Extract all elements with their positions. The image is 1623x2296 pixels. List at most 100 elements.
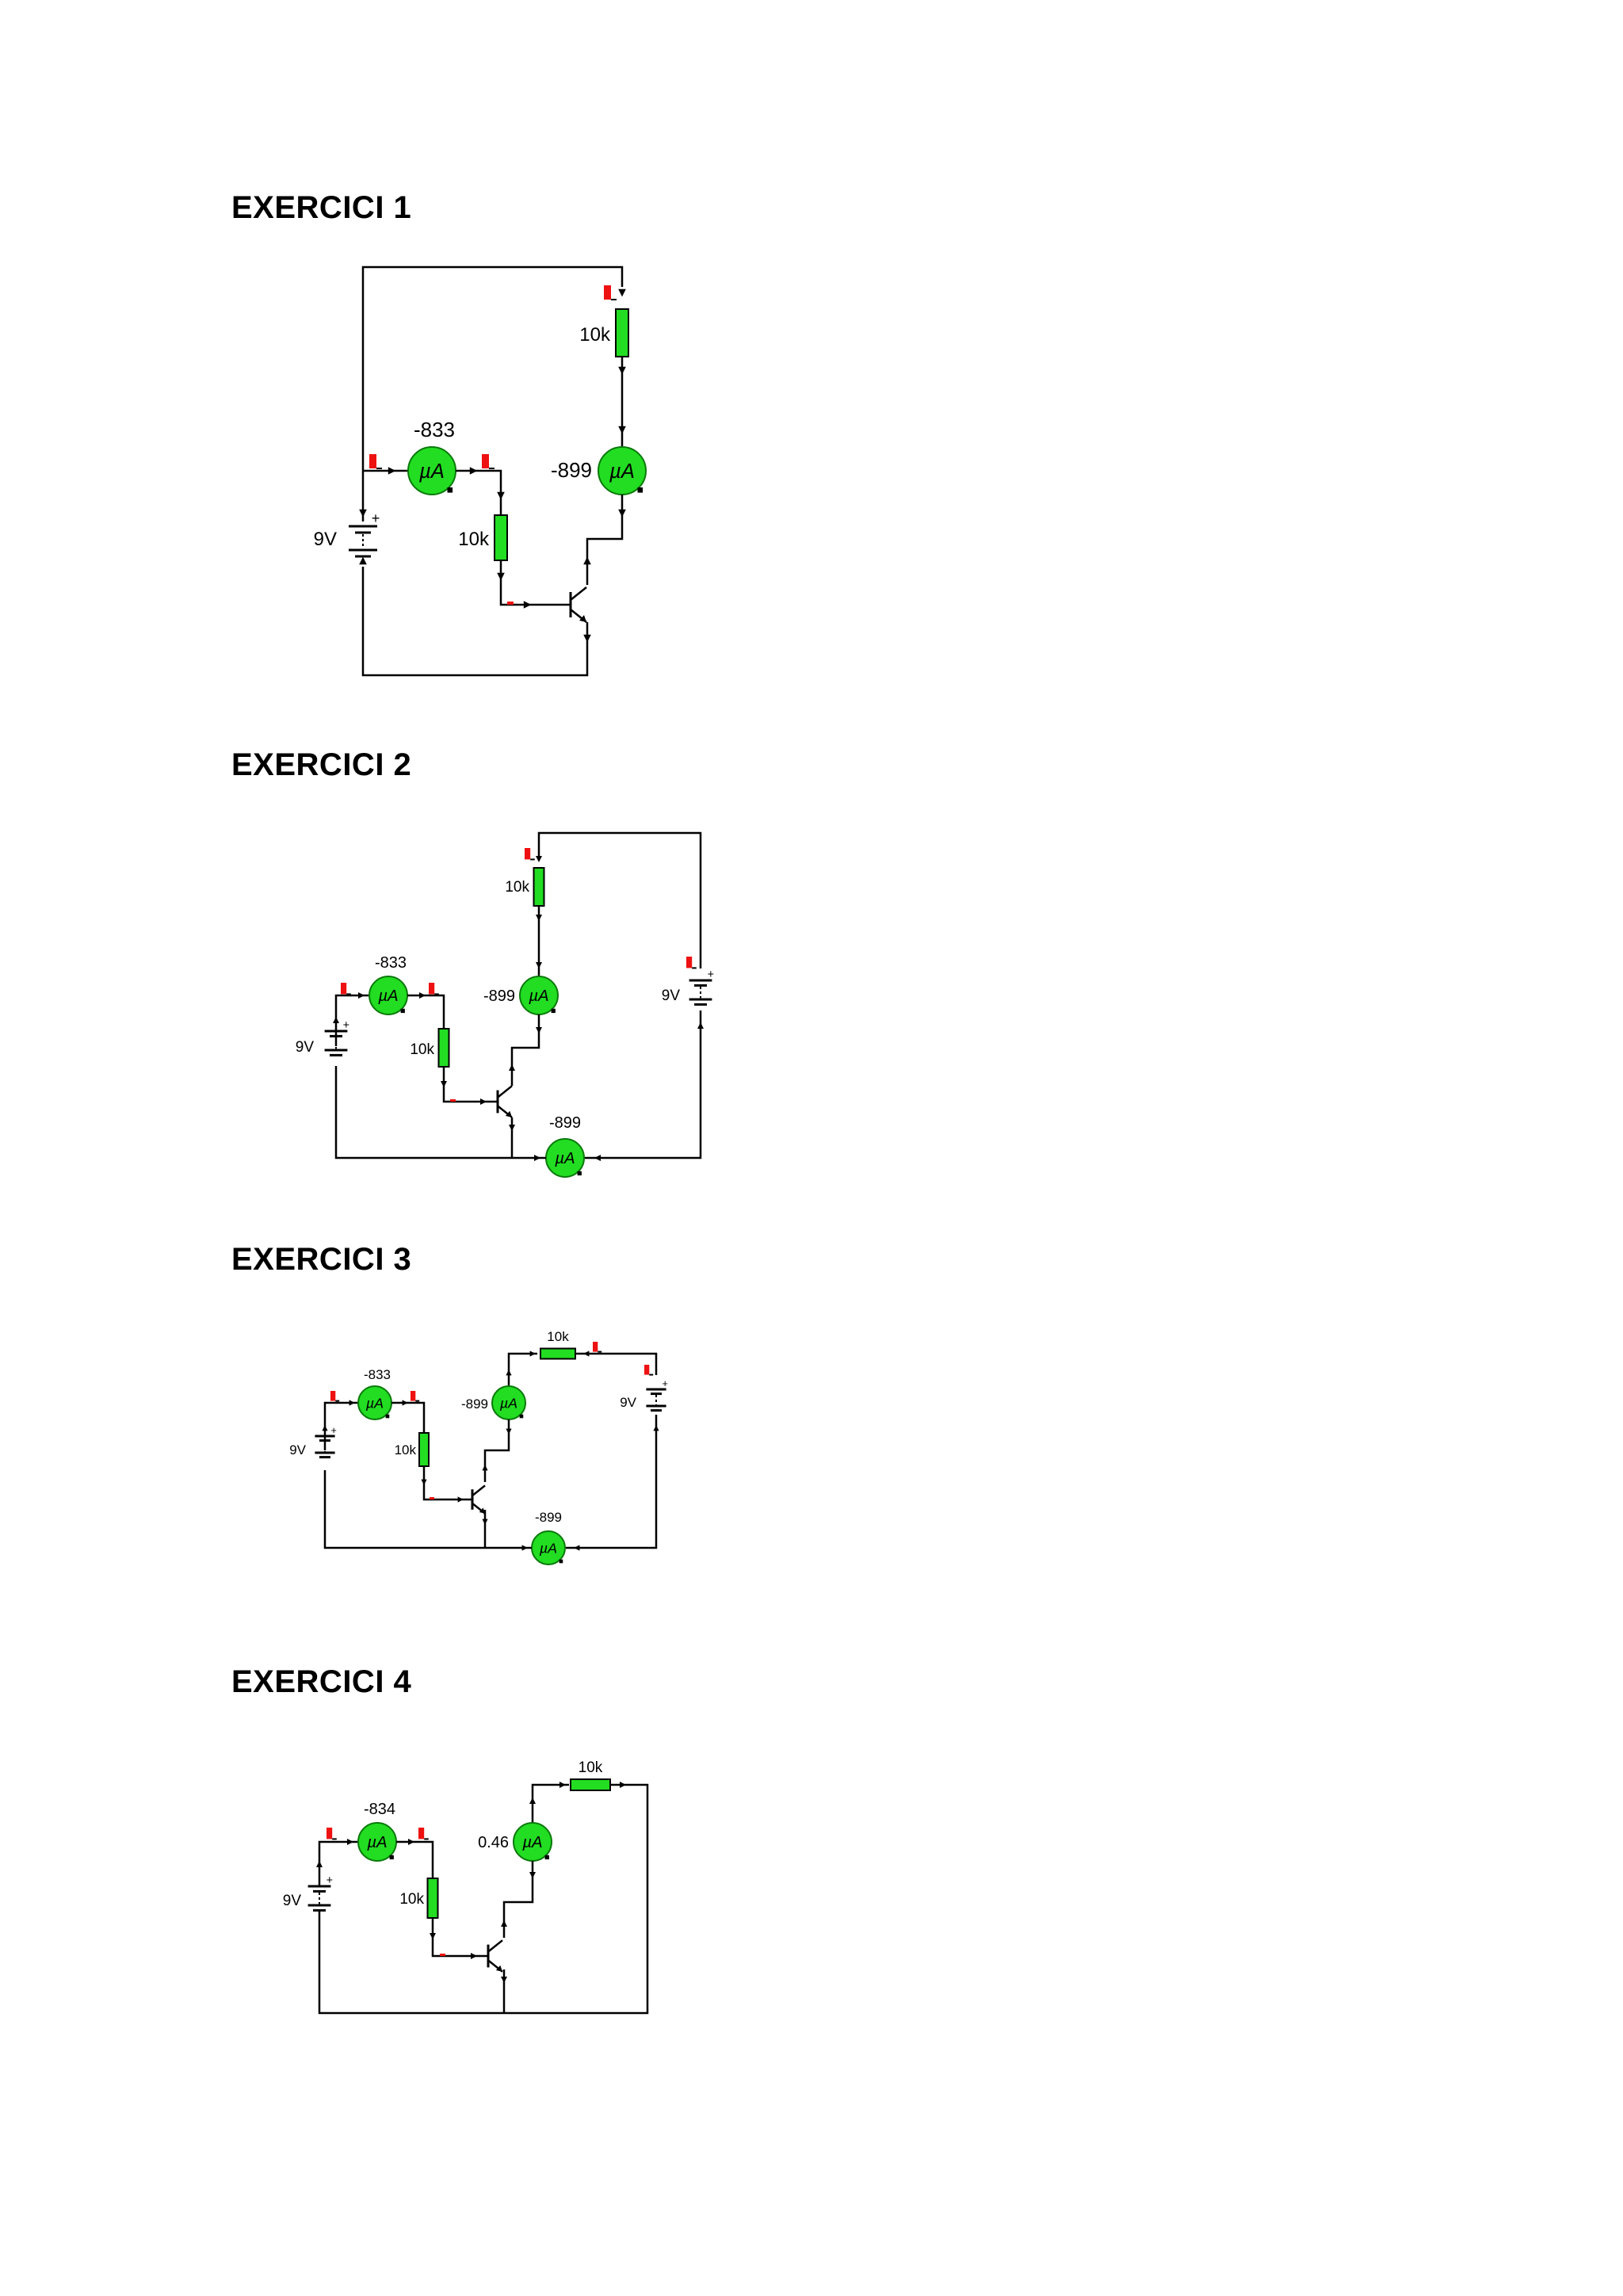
- transistor-emitter-arrow: [479, 1507, 485, 1514]
- meter-terminal: [519, 1414, 524, 1419]
- wire: [537, 831, 702, 968]
- ex1-collector-ammeter-unit: µA: [609, 460, 635, 483]
- wire: [361, 266, 624, 466]
- wire-arrow: [536, 915, 542, 921]
- wire-arrow: [583, 556, 591, 565]
- ex4-collector-ammeter-reading: 0.46: [478, 1834, 509, 1851]
- exercise-4-title: EXERCICI 4: [231, 1664, 412, 1699]
- wire-arrow: [316, 1861, 323, 1867]
- probe-flag-icon: [429, 983, 435, 995]
- wire-arrow: [358, 992, 365, 999]
- ex3-base-ammeter-icon: [357, 1385, 392, 1420]
- exercise-1-title: EXERCICI 1: [231, 190, 412, 225]
- wire-arrow: [402, 1400, 408, 1406]
- ex2-left-battery-plus-sign: +: [343, 1019, 349, 1032]
- ex2-left-battery-label: 9V: [296, 1039, 315, 1056]
- ex4-base-ammeter-unit: µA: [366, 1834, 387, 1851]
- ex2-base-resistor-icon: [437, 1028, 450, 1068]
- meter-terminal: [637, 487, 643, 493]
- wire-arrow: [419, 992, 426, 999]
- meter-terminal: [544, 1855, 549, 1860]
- probe-flag-icon: [330, 1391, 336, 1401]
- ex4-collector-ammeter-icon: [513, 1822, 552, 1862]
- ex1-base-ammeter-unit: µA: [418, 460, 445, 483]
- ex4-base-ammeter-reading: -834: [364, 1801, 395, 1818]
- wire: [431, 1918, 488, 1958]
- probe-flag-icon: [604, 285, 611, 300]
- wire-arrow: [506, 1428, 512, 1435]
- transistor-collector: [497, 1085, 513, 1098]
- wire-arrow: [457, 1496, 464, 1503]
- wire-arrow: [359, 509, 367, 518]
- ex1-collector-ammeter-reading: -899: [551, 458, 592, 482]
- meter-terminal: [400, 1008, 405, 1014]
- probe-flag-icon: [525, 848, 531, 860]
- wire-arrow: [430, 1933, 436, 1939]
- ex3-base-ammeter-unit: µA: [365, 1395, 384, 1411]
- wire: [318, 1840, 357, 1886]
- wire-arrow: [529, 1797, 536, 1804]
- ex2-emitter-ammeter-icon: [545, 1138, 585, 1178]
- wire-arrow: [349, 1400, 355, 1406]
- wire-arrow: [618, 509, 626, 518]
- wire-arrow: [469, 467, 478, 475]
- wire-arrow: [322, 1425, 328, 1431]
- wire-arrow: [501, 1920, 507, 1927]
- wire-arrow: [618, 426, 626, 434]
- wire-arrow: [506, 1370, 512, 1376]
- probe-flag-icon: [327, 1828, 333, 1839]
- ex3-emitter-ammeter-unit: µA: [539, 1540, 557, 1556]
- ex2-collector-resistor-label: 10k: [505, 879, 529, 896]
- wire: [323, 1401, 358, 1450]
- probe-flag-icon: [341, 983, 347, 995]
- wire-arrow: [509, 1064, 515, 1071]
- wire-arrow: [421, 1479, 427, 1485]
- transistor-emitter: [497, 1105, 513, 1118]
- ex2-collector-ammeter-reading: -899: [483, 988, 515, 1005]
- wire-arrow: [536, 1027, 542, 1033]
- wire-arrow: [388, 467, 396, 475]
- ex4-base-ammeter-icon: [357, 1822, 397, 1862]
- ex2-right-battery-icon: [689, 979, 712, 1006]
- wire-arrow: [333, 1017, 339, 1023]
- ex3-transistor-icon: [471, 1484, 486, 1515]
- meter-terminal: [551, 1008, 556, 1014]
- ex3-base-resistor-label: 10k: [395, 1442, 417, 1457]
- wire-arrow: [441, 1081, 447, 1087]
- probe-flag-icon: [369, 454, 376, 468]
- ex3-collector-ammeter-icon: [491, 1385, 526, 1420]
- wire: [361, 567, 589, 677]
- ex4-base-resistor-label: 10k: [399, 1891, 424, 1908]
- meter-terminal: [577, 1171, 582, 1176]
- ex1-base-resistor-label: 10k: [458, 529, 490, 550]
- wire: [334, 1066, 546, 1159]
- ex1-battery-plus-sign: +: [372, 510, 380, 526]
- wire: [586, 495, 624, 585]
- ex1-base-resistor-icon: [494, 514, 508, 561]
- ex3-right-battery-label: 9V: [620, 1395, 636, 1410]
- transistor-collector: [472, 1484, 486, 1497]
- wire: [585, 1010, 702, 1159]
- probe-marker-small: [507, 602, 514, 605]
- transistor-collector: [487, 1939, 503, 1953]
- probe-marker-small: [450, 1099, 456, 1102]
- wire: [456, 469, 502, 515]
- wire-arrow: [497, 572, 505, 581]
- probe-flag-icon: [482, 454, 489, 468]
- probe-marker-small: [440, 1954, 445, 1956]
- ex2-base-ammeter-unit: µA: [377, 988, 398, 1005]
- exercise-3-title: EXERCICI 3: [231, 1242, 412, 1277]
- wire-arrow: [482, 1465, 488, 1471]
- transistor-emitter: [472, 1502, 486, 1515]
- wire-arrow: [359, 556, 367, 565]
- wire-arrow: [618, 366, 626, 375]
- meter-terminal: [385, 1414, 390, 1419]
- wire-arrow: [523, 601, 532, 609]
- ex2-base-ammeter-reading: -833: [375, 954, 407, 972]
- ex3-collector-resistor-label: 10k: [547, 1329, 569, 1344]
- wire-arrow: [536, 856, 542, 862]
- meter-terminal: [389, 1855, 394, 1860]
- wire: [323, 1470, 532, 1549]
- wire: [334, 994, 369, 1046]
- ex1-collector-ammeter-icon: [598, 446, 647, 495]
